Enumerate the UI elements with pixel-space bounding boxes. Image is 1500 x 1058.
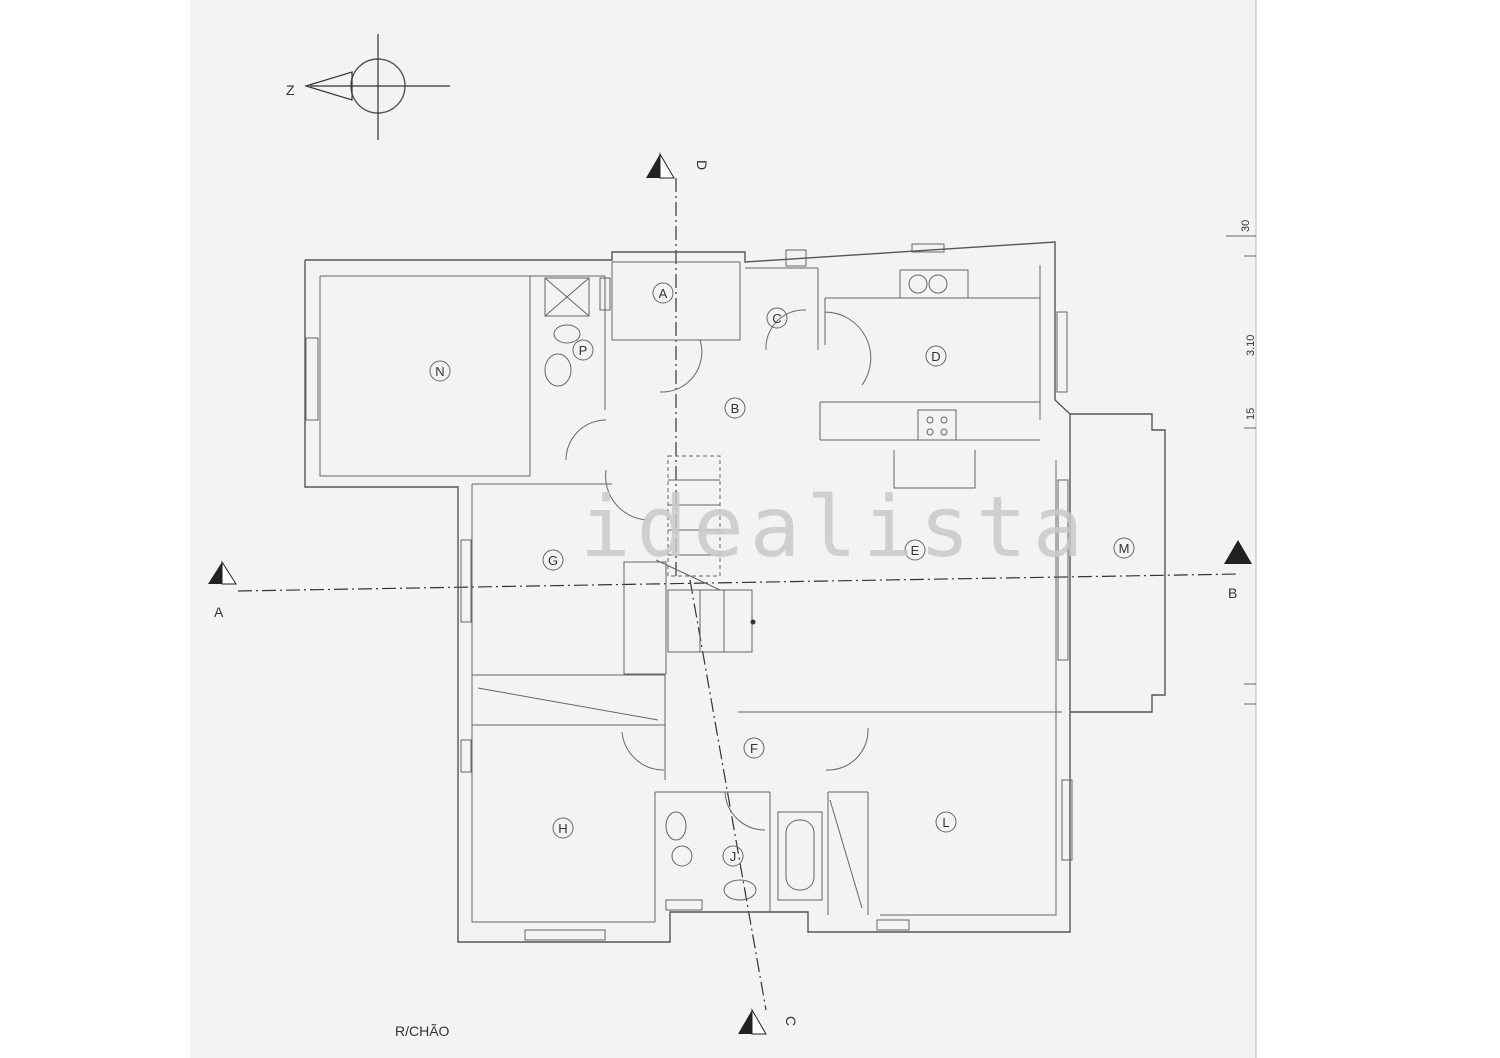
room-n-letter: N (435, 364, 444, 379)
room-p-letter: P (579, 343, 588, 358)
staircase (623, 455, 756, 675)
section-letter-a: A (214, 604, 224, 620)
section-marker-c: C (738, 1008, 799, 1035)
section-marker-a: A (208, 560, 237, 620)
section-axis-a-b (237, 573, 1241, 592)
dimension-strip: 30 3.10 15 (1226, 220, 1257, 705)
room-c: C (766, 307, 788, 329)
room-l: L (935, 811, 957, 833)
room-n: N (429, 360, 451, 382)
room-e-letter: E (911, 543, 920, 558)
north-compass-icon: Z (286, 34, 450, 140)
room-h-letter: H (558, 821, 567, 836)
section-letter-b: B (1228, 585, 1237, 601)
room-d: D (925, 345, 947, 367)
section-letter-c: C (783, 1016, 799, 1026)
room-labels: A B C D E F G H J L M N P (429, 282, 1135, 867)
section-marker-d: D (646, 152, 710, 179)
room-m-letter: M (1119, 541, 1130, 556)
outer-walls (304, 241, 1071, 943)
idealista-watermark: idealista (580, 478, 1089, 576)
room-l-letter: L (942, 815, 949, 830)
fixtures (544, 269, 969, 901)
room-p: P (572, 339, 594, 361)
paper (190, 0, 1256, 1058)
room-b: B (724, 397, 746, 419)
terrace-outline (1070, 413, 1166, 713)
room-b-letter: B (731, 401, 740, 416)
room-d-letter: D (931, 349, 940, 364)
section-marker-b: B (1224, 540, 1252, 601)
room-f: F (743, 737, 765, 759)
room-j-letter: J (730, 849, 737, 864)
room-g: G (542, 549, 564, 571)
compass-letter: Z (286, 82, 295, 98)
windows (305, 243, 1073, 941)
floor-label: R/CHÃO (395, 1023, 450, 1039)
section-letter-d: D (694, 160, 710, 170)
dimension-30: 30 (1240, 220, 1252, 232)
room-f-letter: F (750, 741, 758, 756)
dimension-15: 15 (1245, 408, 1257, 420)
room-a-letter: A (659, 286, 668, 301)
room-m: M (1113, 537, 1135, 559)
room-a: A (652, 282, 674, 304)
room-g-letter: G (548, 553, 558, 568)
room-c-letter: C (772, 311, 781, 326)
room-h: H (552, 817, 574, 839)
room-j: J (722, 845, 744, 867)
door-swings (565, 309, 872, 831)
dimension-310: 3.10 (1245, 335, 1257, 356)
room-e: E (904, 539, 926, 561)
